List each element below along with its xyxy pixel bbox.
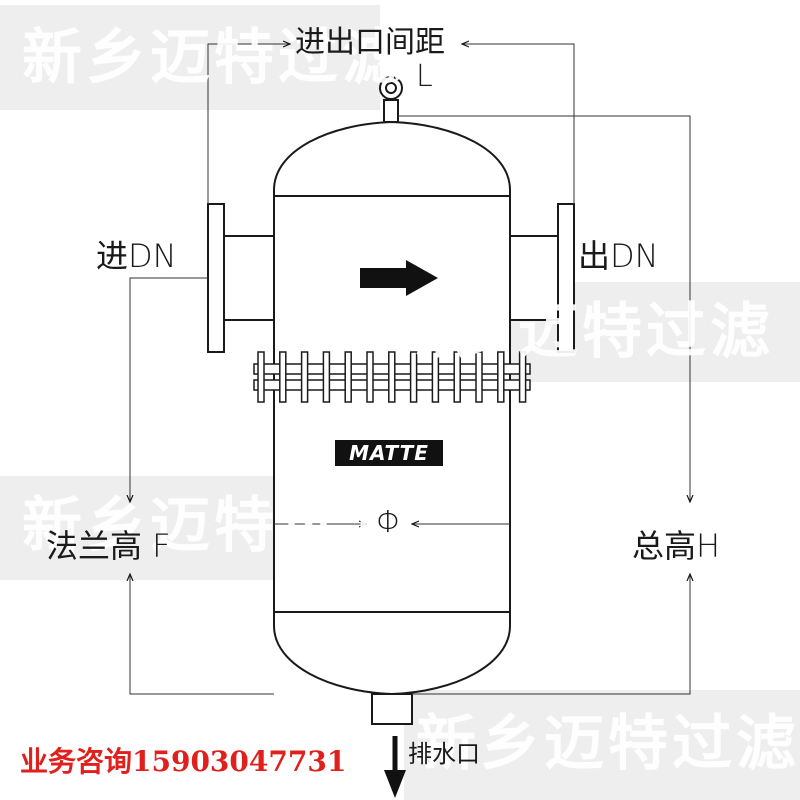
dimension-flange-height [130, 277, 274, 695]
flange-bolt [279, 351, 287, 403]
total-height-label: 总高H [632, 527, 721, 565]
flange-bolt [388, 351, 396, 403]
dimension-total-height [398, 115, 690, 695]
dimension-spacing [207, 44, 575, 204]
brand-plate: MATTE [335, 440, 443, 466]
flange-bolt [300, 351, 309, 403]
drain-pipe [371, 693, 413, 725]
flange-bolt [344, 351, 352, 403]
watermark-box-top [0, 5, 380, 110]
lifting-lug [379, 76, 403, 123]
outlet-label: 出DN [578, 237, 659, 275]
flange-bolt [257, 351, 265, 403]
spacing-title-label: 进出口间距 [295, 25, 445, 60]
body-flange [253, 351, 531, 403]
drain-label: 排水口 [408, 740, 480, 768]
flange-bolt [475, 351, 483, 403]
flange-bolt [431, 351, 440, 403]
watermark-text-mid-left: 新乡迈特过滤 [22, 491, 406, 561]
watermark-text-bottom: 新乡迈特过滤 [416, 709, 800, 779]
spacing-symbol-label: L [416, 59, 433, 94]
flange-bolt [322, 351, 331, 403]
inlet-nozzle [207, 203, 275, 353]
watermark-box-bottom [404, 690, 800, 800]
flange-height-label: 法兰高 F [46, 527, 171, 565]
contact-text: 业务咨询15903047731 [20, 745, 347, 778]
flange-bolt [518, 351, 527, 403]
watermark-text-mid-right: 新乡迈特过滤 [390, 297, 774, 367]
flange-bolt [366, 351, 374, 403]
watermark-text-top: 新乡迈特过滤 [22, 23, 406, 93]
vessel-body [273, 120, 511, 696]
flange-bolt [497, 351, 505, 403]
drain-arrow-icon [384, 736, 406, 798]
outlet-nozzle [509, 203, 575, 353]
flange-bolt [409, 351, 418, 403]
diameter-label: Φ [376, 505, 402, 540]
inlet-label: 进DN [96, 237, 177, 275]
flow-arrow-icon [360, 260, 438, 296]
flange-bolt [453, 351, 461, 403]
